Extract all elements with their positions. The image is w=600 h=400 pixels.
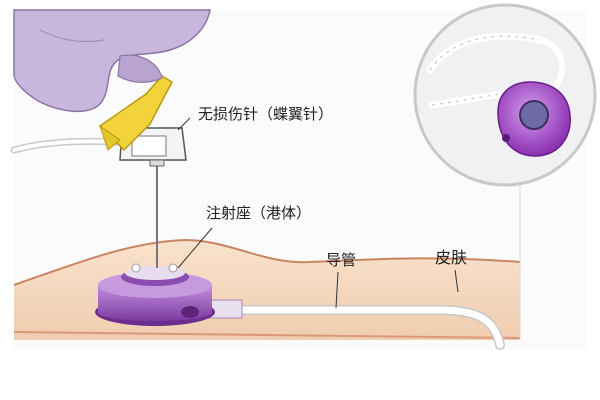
gloved-hand bbox=[13, 9, 211, 113]
port-bump-left bbox=[131, 263, 141, 273]
port-suture-hole bbox=[181, 306, 199, 318]
label-skin: 皮肤 bbox=[435, 248, 468, 267]
port-photo-inset bbox=[413, 3, 597, 187]
glove-finger bbox=[117, 54, 163, 83]
needle-hub-tip bbox=[149, 159, 165, 167]
inset-tube-c bbox=[539, 37, 566, 90]
pointer-skin bbox=[454, 269, 459, 293]
needle-wing bbox=[98, 75, 173, 152]
label-needle: 无损伤针（蝶翼针） bbox=[198, 105, 334, 123]
infusion-tube bbox=[12, 139, 120, 152]
label-port: 注射座（港体） bbox=[206, 204, 312, 222]
pointer-needle bbox=[177, 117, 191, 131]
skin-outline bbox=[13, 238, 521, 286]
needle-wing-lower bbox=[99, 124, 121, 151]
inset-tube-a-mark bbox=[429, 35, 541, 71]
pointer-catheter bbox=[335, 271, 339, 309]
catheter-tube bbox=[201, 306, 504, 349]
needle-hub-window bbox=[131, 135, 167, 157]
port-bump-right bbox=[168, 263, 178, 273]
tissue-line bbox=[13, 331, 521, 339]
inset-port-hole bbox=[502, 134, 510, 142]
inset-port-septum bbox=[519, 100, 549, 130]
label-catheter: 导管 bbox=[326, 251, 357, 269]
pointer-port bbox=[177, 227, 213, 269]
glove-crease bbox=[39, 29, 105, 43]
